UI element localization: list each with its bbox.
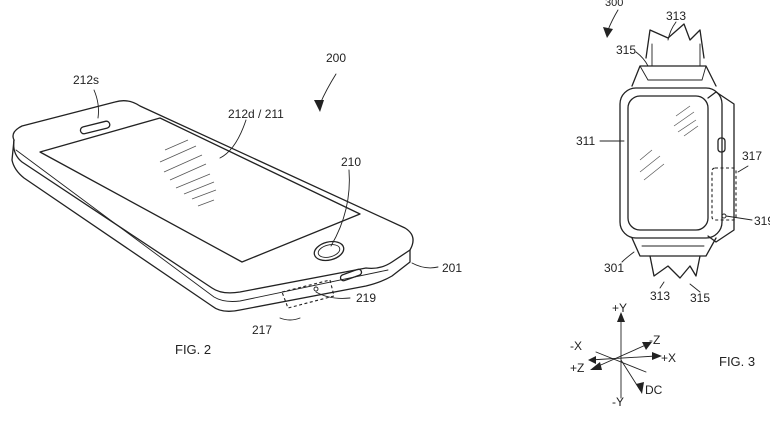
axis-plus-x: +X bbox=[661, 351, 676, 365]
speaker-slot bbox=[79, 120, 111, 135]
fig3-watch-drawing bbox=[599, 9, 753, 293]
top-lug bbox=[631, 65, 717, 87]
phone-side-edge bbox=[11, 139, 411, 312]
fig3-label-315-top: 315 bbox=[616, 43, 636, 57]
fig2-label-200: 200 bbox=[326, 51, 346, 65]
fig2-caption: FIG. 2 bbox=[175, 342, 211, 357]
screen-glare bbox=[159, 139, 217, 207]
axis-plus-y: +Y bbox=[612, 301, 627, 315]
watch-body bbox=[619, 87, 723, 239]
watch-screen bbox=[627, 95, 709, 231]
fig2-label-217: 217 bbox=[252, 323, 272, 337]
phone-screen bbox=[39, 117, 361, 263]
fig3-label-317: 317 bbox=[742, 149, 762, 163]
axis-minus-y: -Y bbox=[612, 395, 624, 409]
fig2-label-212s: 212s bbox=[73, 73, 99, 87]
fig2-label-219: 219 bbox=[356, 291, 376, 305]
home-button bbox=[313, 240, 345, 262]
phone-top-face bbox=[12, 100, 414, 294]
fig3-label-319: 319 bbox=[754, 214, 770, 228]
axis-dc: DC bbox=[645, 383, 663, 397]
fig2-label-210: 210 bbox=[341, 155, 361, 169]
top-strap bbox=[645, 23, 705, 59]
watch-glare bbox=[639, 105, 699, 181]
side-region-dashed bbox=[711, 167, 737, 221]
bottom-port bbox=[339, 268, 363, 282]
fig2-phone-drawing bbox=[11, 73, 439, 321]
fig2-label-212d-211: 212d / 211 bbox=[228, 107, 284, 121]
fig3-label-300: 300 bbox=[605, 0, 623, 9]
fig2-label-201: 201 bbox=[442, 261, 462, 275]
bottom-strap bbox=[649, 255, 701, 279]
fig3-label-315-bottom: 315 bbox=[690, 291, 710, 305]
axis-minus-z: -Z bbox=[649, 333, 660, 347]
fig3-label-311: 311 bbox=[576, 134, 595, 148]
fig3-label-313-top: 313 bbox=[666, 9, 686, 23]
fig3-caption: FIG. 3 bbox=[719, 354, 755, 369]
axes-diagram bbox=[588, 312, 662, 399]
axis-plus-z: +Z bbox=[570, 361, 584, 375]
fig3-label-301: 301 bbox=[604, 261, 624, 275]
bottom-lug bbox=[631, 237, 717, 257]
axis-minus-x: -X bbox=[570, 339, 582, 353]
fig3-label-313-bottom: 313 bbox=[650, 289, 670, 303]
crown bbox=[717, 137, 726, 153]
